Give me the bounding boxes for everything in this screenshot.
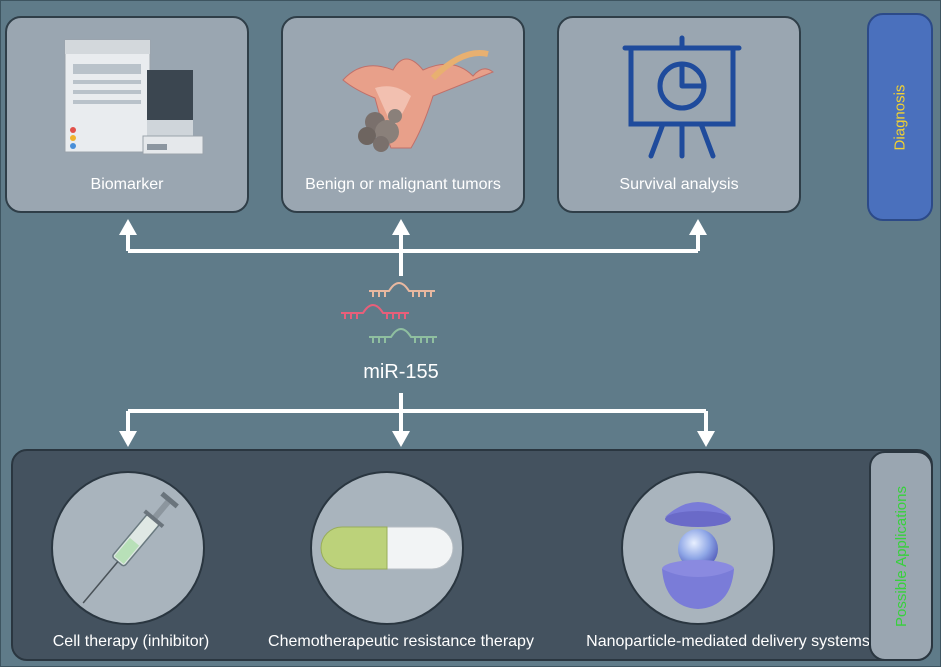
diagnosis-section-label: Diagnosis [867,13,933,221]
cell-therapy-label: Cell therapy (inhibitor) [52,633,210,650]
capsule-icon [320,526,454,570]
applications-section-label: Possible Applications [869,451,933,661]
tumor-card: Benign or malignant tumors [281,16,525,213]
survival-label: Survival analysis [619,176,739,193]
biomarker-label: Biomarker [90,176,164,193]
mir-155-label: miR-155 [363,361,439,383]
nanoparticle-icon [662,502,734,609]
chemo-resistance-label: Chemotherapeutic resistance therapy [268,633,534,650]
syringe-icon [82,491,179,604]
tumor-label: Benign or malignant tumors [305,176,501,193]
nanoparticle-circle [621,471,775,625]
cell-therapy-circle [51,471,205,625]
survival-card: Survival analysis [557,16,801,213]
chemo-resistance-circle [310,471,464,625]
presentation-chart-icon [622,35,742,159]
nanoparticle-label: Nanoparticle-mediated delivery systems [586,633,870,650]
lab-analyzer-icon [64,39,204,155]
applications-label: Possible Applications [892,485,910,627]
biomarker-card: Biomarker [5,16,249,213]
uterus-tumor-icon [342,50,494,152]
